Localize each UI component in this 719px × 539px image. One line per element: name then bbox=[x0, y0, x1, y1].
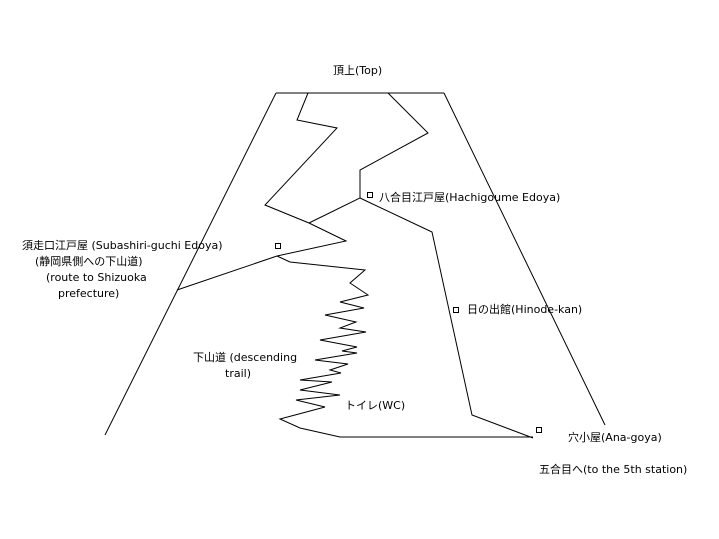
descending-label-line2: trail) bbox=[225, 367, 251, 380]
mountain-left-slope bbox=[104, 92, 277, 436]
subashiri-route bbox=[176, 255, 278, 291]
hinode-label: 日の出館(Hinode-kan) bbox=[467, 303, 583, 316]
mountain-right-slope bbox=[443, 92, 606, 426]
hinode-hut-marker bbox=[453, 307, 459, 313]
hachigoume-label: 八合目江戸屋(Hachigoume Edoya) bbox=[379, 191, 561, 204]
subashiri-hut-marker bbox=[275, 243, 281, 249]
anagoya-hut-marker bbox=[536, 427, 542, 433]
subashiri-label-line4: prefecture) bbox=[58, 287, 120, 300]
main-ascending-trail bbox=[359, 197, 534, 439]
anagoya-label: 穴小屋(Ana-goya) bbox=[568, 431, 662, 444]
subashiri-label-line1: 須走口江戸屋 (Subashiri-guchi Edoya) bbox=[22, 239, 223, 252]
fifth-station-label: 五合目へ(to the 5th station) bbox=[539, 463, 688, 476]
toilet-label: トイレ(WC) bbox=[345, 399, 406, 412]
descending-label-line1: 下山道 (descending bbox=[193, 351, 298, 364]
right-zigzag-trail bbox=[308, 92, 429, 224]
upper-zigzag-trail bbox=[264, 92, 348, 257]
subashiri-label-line2: (静岡県側への下山道) bbox=[35, 255, 143, 268]
summit-label: 頂上(Top) bbox=[333, 64, 383, 77]
subashiri-label-line3: (route to Shizuoka bbox=[46, 271, 147, 284]
hachigoume-hut-marker bbox=[367, 192, 373, 198]
descending-zigzag-trail bbox=[276, 255, 533, 438]
